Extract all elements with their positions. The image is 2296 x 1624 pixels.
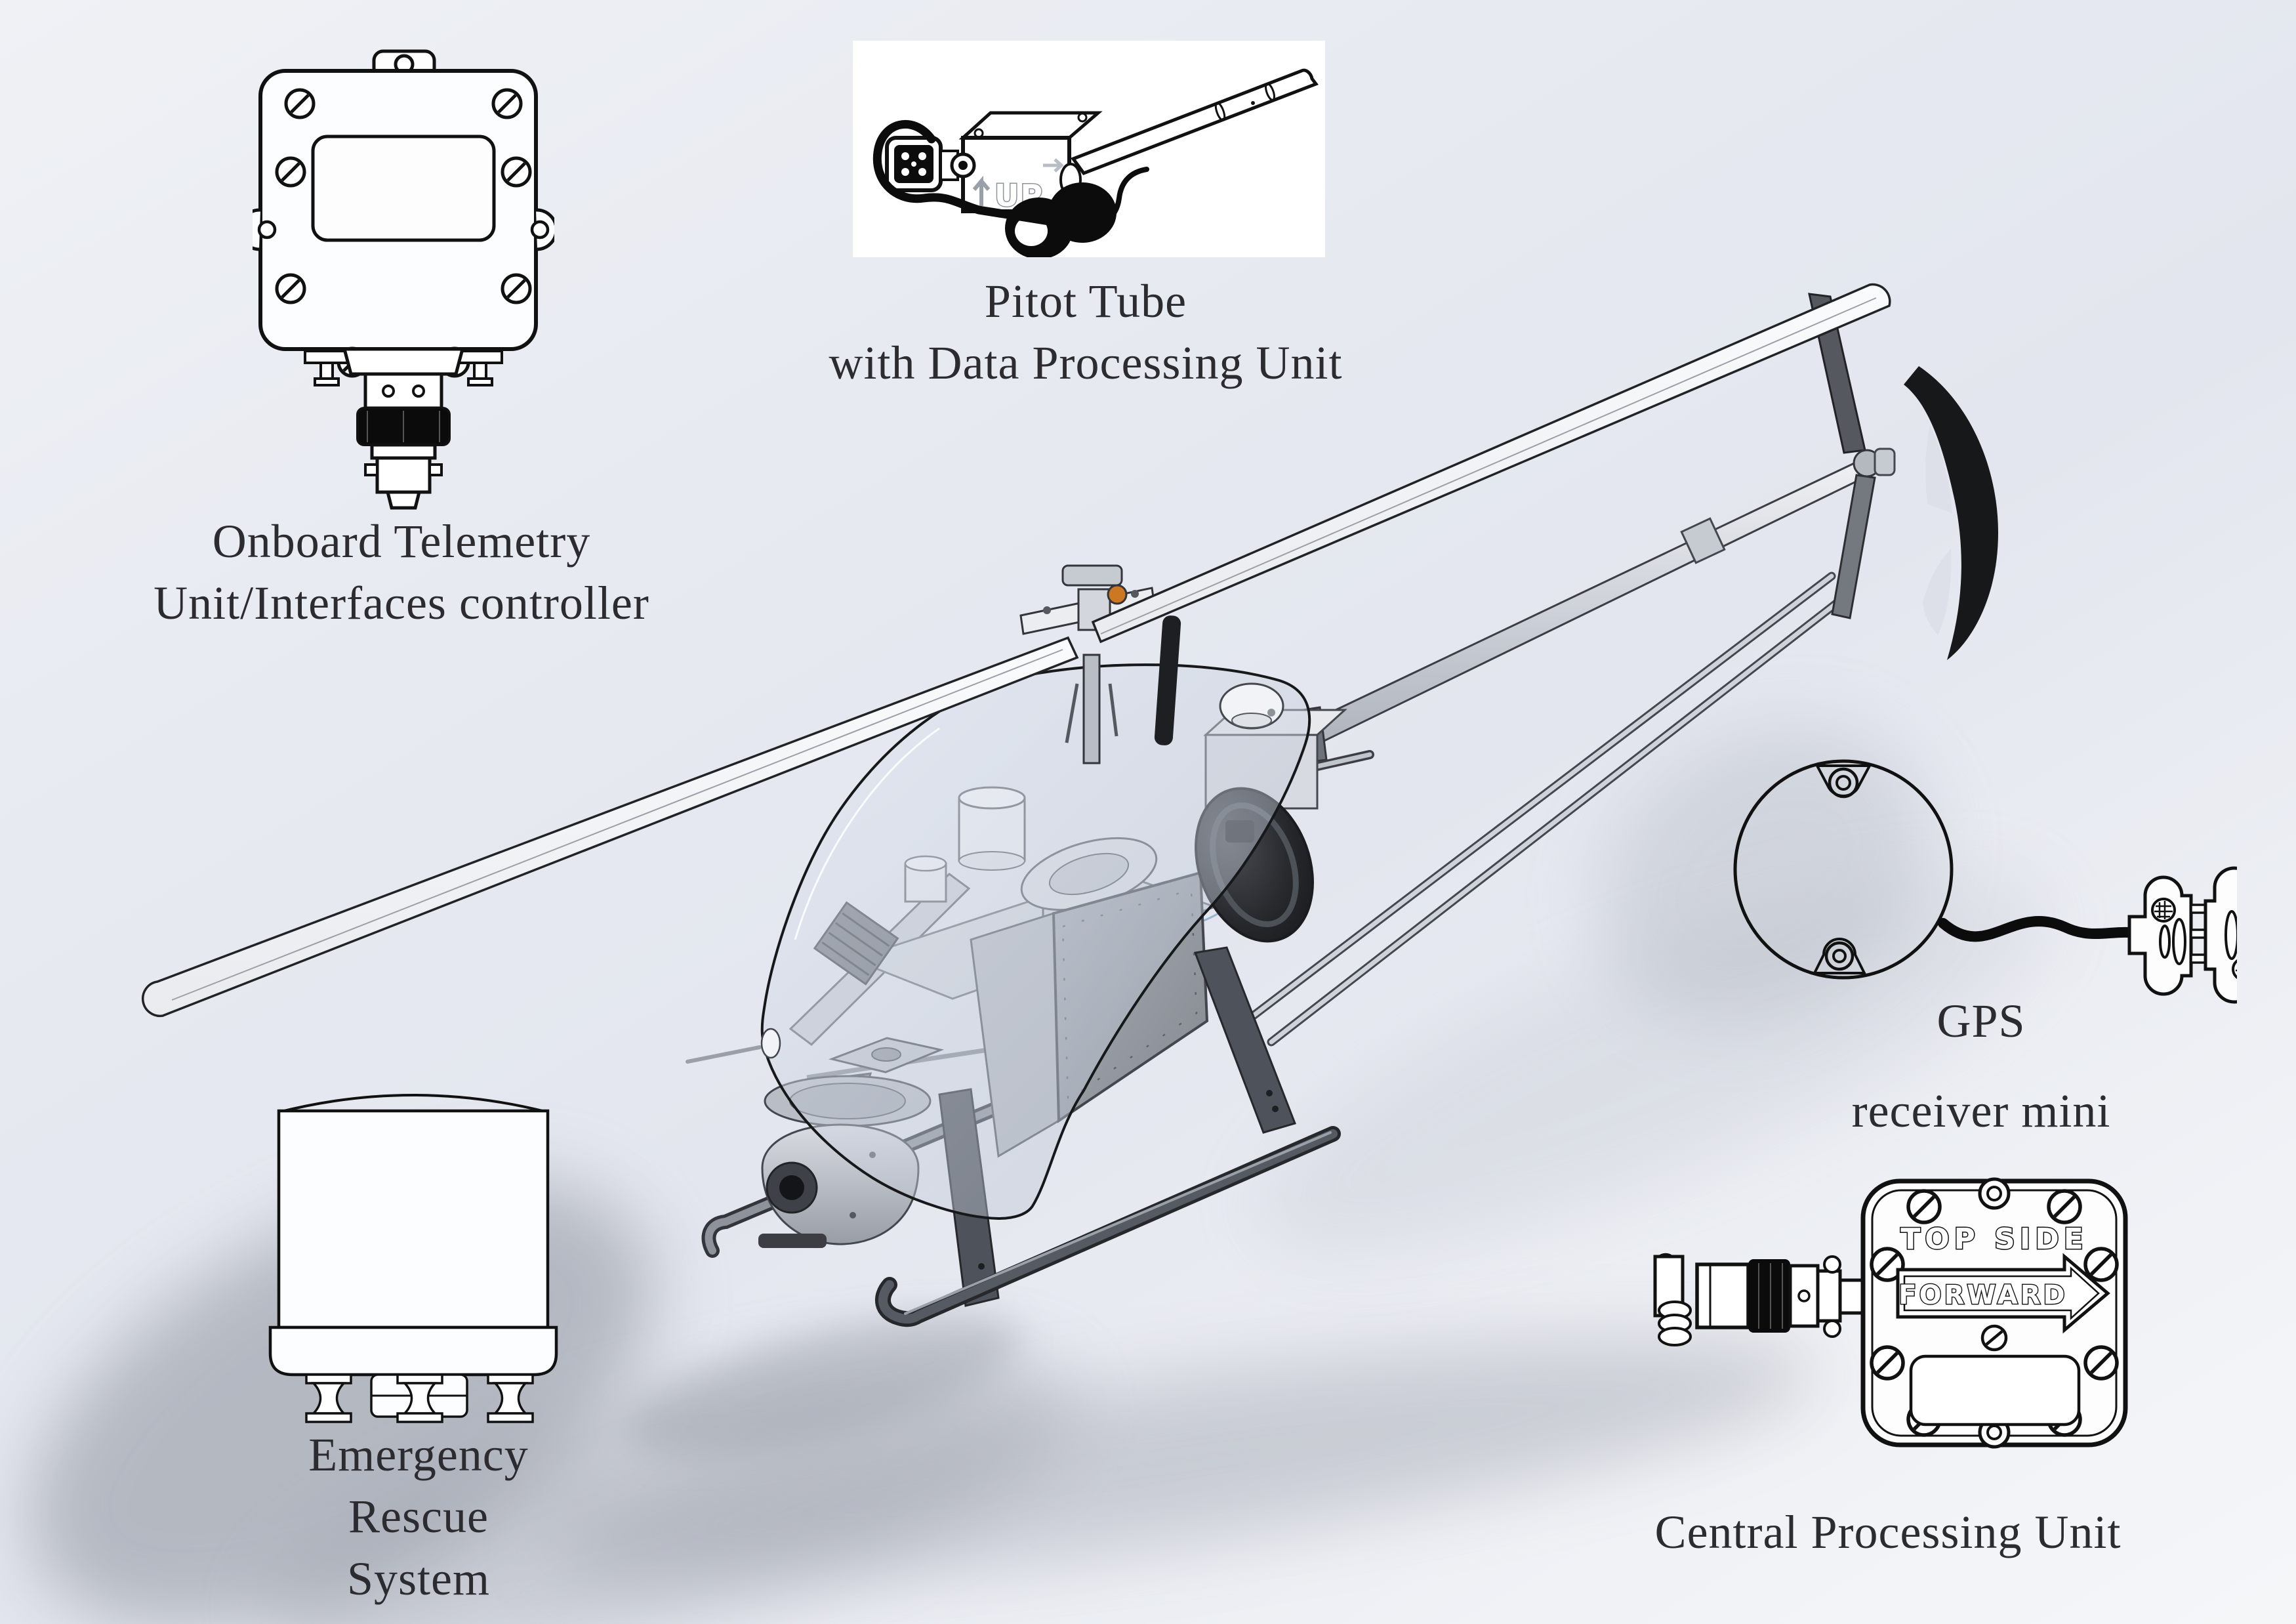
up-arrow-icon — [972, 175, 991, 206]
telemetry-label-line1: Onboard Telemetry — [212, 515, 591, 568]
gps-label-line1: GPS — [1937, 995, 2026, 1047]
canopy-glass — [760, 663, 1311, 1220]
canister-feet — [305, 1373, 534, 1423]
ers-label-line1: Emergency — [308, 1428, 529, 1481]
cpu-top-side-marking: TOP SIDE — [1900, 1222, 2088, 1256]
rotor-head-orange-hub — [1107, 584, 1128, 605]
left-rotor-blade — [141, 636, 1079, 1018]
rescue-canister — [268, 1094, 558, 1423]
telemetry-label: Onboard Telemetry Unit/Interfaces contro… — [154, 510, 649, 635]
cpu-forward-marking: FORWARD — [1898, 1280, 2067, 1310]
cpu-box: TOP SIDE FORWARD — [1860, 1177, 2128, 1449]
telemetry-label-line2: Unit/Interfaces controller — [154, 577, 649, 630]
tail-rotor — [1808, 293, 1896, 619]
right-rotor-blade — [1091, 283, 1891, 644]
ers-label-line3: System — [346, 1552, 491, 1605]
pitot-label-line1: Pitot Tube — [984, 275, 1187, 327]
cpu-connector — [1653, 1253, 1866, 1346]
telemetry-box — [253, 49, 554, 351]
main-rotor-blades — [141, 283, 1891, 1018]
rotor-mast — [1065, 654, 1284, 764]
telemetry-unit-drawing — [253, 26, 554, 515]
cpu-connector-ring — [1748, 1259, 1790, 1333]
rescue-system-label: Emergency Rescue System — [308, 1424, 529, 1610]
cpu-label-panel — [1909, 1354, 2081, 1426]
tail-fin — [1904, 366, 1998, 660]
telemetry-label-panel — [311, 135, 496, 242]
pitot-label-line2: with Data Processing Unit — [829, 337, 1343, 390]
pitot-label: Pitot Tube with Data Processing Unit — [829, 270, 1343, 394]
gps-connector — [2127, 866, 2237, 1004]
gps-antenna-disc — [1733, 759, 1954, 980]
gps-label: GPS receiver mini — [1852, 976, 2111, 1156]
pitot-tube-assembly: UP — [958, 68, 1319, 257]
boom-support-struts — [1242, 572, 1853, 1047]
pitot-connector — [872, 119, 1149, 229]
gps-cable — [1938, 916, 2135, 942]
cpu-label: Central Processing Unit — [1655, 1501, 2122, 1563]
telemetry-connector — [304, 348, 503, 510]
cpu-label-line1: Central Processing Unit — [1654, 1506, 2122, 1558]
forward-arrow-icon — [1896, 1253, 2110, 1334]
rescue-system-drawing — [243, 1066, 584, 1434]
pitot-cable — [872, 119, 1074, 229]
ers-label-line2: Rescue — [348, 1490, 489, 1543]
cpu-drawing: TOP SIDE FORWARD — [1637, 1165, 2168, 1473]
pitot-tube-drawing: UP — [853, 41, 1325, 257]
gps-label-line2: receiver mini — [1851, 1084, 2111, 1137]
gps-receiver-drawing — [1725, 745, 2237, 1020]
